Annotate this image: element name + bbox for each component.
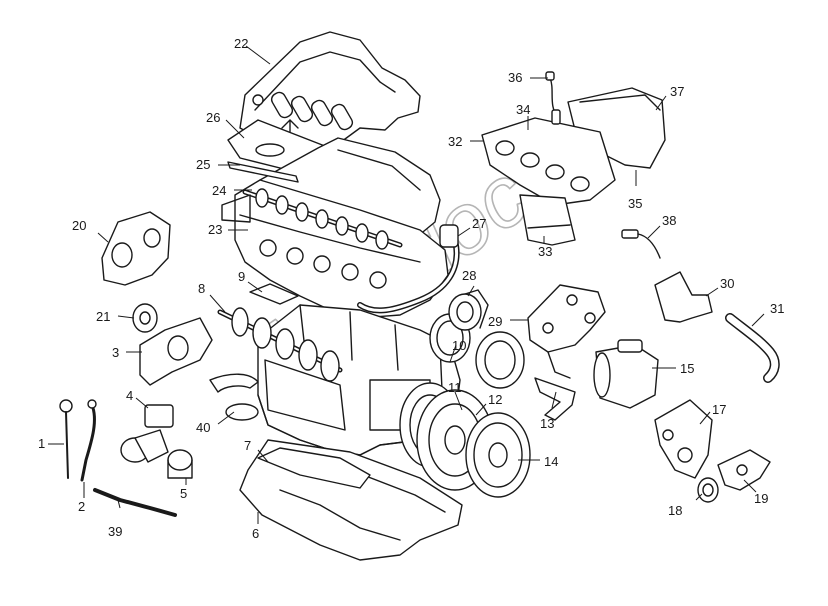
clutch-plate: [465, 412, 531, 498]
callout-label: 7: [244, 438, 251, 453]
callout-label: 24: [212, 183, 226, 198]
callout-label: 34: [516, 102, 530, 117]
callout-layer: 1 2 3 4 5 6 7 8 9 10 11 12 13 14 15 17 1: [38, 36, 784, 541]
callout-label: 10: [452, 338, 466, 353]
callout-label: 13: [540, 416, 554, 431]
callout-label: 3: [112, 345, 119, 360]
callout-label: 30: [720, 276, 734, 291]
callout-label: 27: [472, 216, 486, 231]
callout-label: 14: [544, 454, 558, 469]
callout-label: 37: [670, 84, 684, 99]
oil-dipstick: [59, 399, 73, 479]
callout-label: 25: [196, 157, 210, 172]
callout-label: 2: [78, 499, 85, 514]
oil-pan-gasket: [257, 447, 371, 489]
seal-ring: [475, 331, 525, 389]
callout-label: 32: [448, 134, 462, 149]
callout-label: 9: [238, 269, 245, 284]
callout-label: 40: [196, 420, 210, 435]
oil-pump: [139, 317, 213, 386]
dipstick-tube: [80, 399, 97, 482]
callout-label: 39: [108, 524, 122, 539]
callout-label: 11: [448, 380, 462, 395]
starter-motor: [593, 339, 659, 409]
callout-label: 21: [96, 309, 110, 324]
rubber-bushing: [697, 477, 719, 503]
camshaft: [242, 188, 403, 250]
callout-label: 33: [538, 244, 552, 259]
callout-label: 18: [668, 503, 682, 518]
callout-label: 29: [488, 314, 502, 329]
callout-label: 22: [234, 36, 248, 51]
callout-label: 31: [770, 301, 784, 316]
callout-label: 5: [180, 486, 187, 501]
solenoid-valve: [120, 404, 174, 463]
catalytic-converter: [519, 194, 576, 246]
callout-label: 35: [628, 196, 642, 211]
callout-label: 23: [208, 222, 222, 237]
oil-filter: [167, 449, 193, 479]
callout-label: 38: [662, 213, 676, 228]
engine-mount-bracket: [654, 399, 713, 479]
callout-label: 1: [38, 436, 45, 451]
callout-label: 20: [72, 218, 86, 233]
callout-label: 15: [680, 361, 694, 376]
coolant-pipe: [534, 377, 576, 421]
valve-cover-seal: [249, 283, 299, 305]
oil-pickup: [209, 373, 259, 421]
head-gasket-strip: [227, 161, 299, 183]
temperature-sensor: [621, 229, 661, 259]
timing-cover: [101, 211, 171, 286]
oxygen-sensor: [545, 71, 561, 125]
callout-label: 36: [508, 70, 522, 85]
callout-label: 4: [126, 388, 133, 403]
callout-label: 28: [462, 268, 476, 283]
callout-label: 19: [754, 491, 768, 506]
callout-label: 12: [488, 392, 502, 407]
tensioner-pulley: [132, 303, 158, 333]
thermostat: [448, 289, 489, 331]
callout-label: 6: [252, 526, 259, 541]
crankshaft: [217, 307, 343, 382]
water-outlet: [654, 271, 713, 323]
oil-return-pipe: [93, 488, 177, 517]
callout-label: 26: [206, 110, 220, 125]
callout-label: 8: [198, 281, 205, 296]
thermostat-housing: [527, 284, 606, 379]
torque-link: [717, 449, 771, 491]
callout-label: 17: [712, 402, 726, 417]
